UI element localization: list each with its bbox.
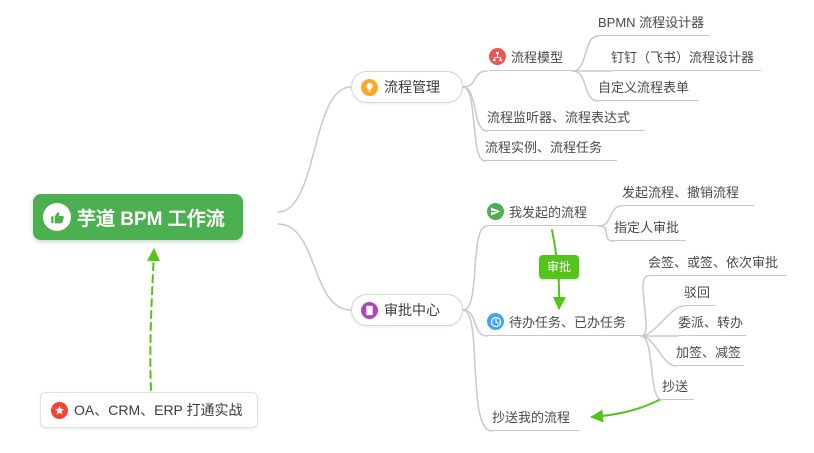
node-label: 抄送我的流程: [492, 410, 571, 425]
node-label: 驳回: [684, 285, 711, 300]
node-dingtalk-designer[interactable]: 钉钉（飞书）流程设计器: [611, 48, 761, 71]
connector-model-custom-form: [572, 70, 599, 102]
node-label: 加签、减签: [676, 345, 742, 360]
node-root[interactable]: 芋道 BPM 工作流: [33, 194, 243, 240]
connector-model-bpmn: [572, 35, 599, 72]
node-assignee-approval[interactable]: 指定人审批: [614, 218, 686, 241]
node-label: 自定义流程表单: [598, 80, 690, 95]
connector-todo-add-sign: [640, 335, 677, 367]
node-label: BPMN 流程设计器: [598, 15, 705, 30]
node-approval-center[interactable]: 审批中心: [351, 294, 463, 326]
node-label: OA、CRM、ERP 打通实战: [74, 402, 243, 418]
connector-initiated-assignee: [598, 225, 615, 242]
connector-process-mgmt-instance: [462, 86, 486, 162]
node-todo-done[interactable]: 待办任务、已办任务: [487, 313, 641, 336]
node-process-management[interactable]: 流程管理: [351, 71, 463, 103]
node-label: 审批中心: [384, 302, 440, 318]
send-icon: [487, 203, 504, 220]
connector-todo-countersign: [640, 275, 649, 337]
thumbs-up-icon: [43, 203, 71, 231]
connector-root-process-mgmt: [277, 86, 352, 213]
document-icon: [361, 301, 378, 319]
node-label: 待办任务、已办任务: [509, 315, 627, 330]
connector-root-approval-center: [277, 223, 352, 311]
node-label: 抄送: [662, 379, 689, 394]
connector-process-mgmt-listener: [462, 86, 488, 132]
node-practice[interactable]: OA、CRM、ERP 打通实战: [40, 392, 258, 428]
node-label: 流程实例、流程任务: [485, 140, 603, 155]
node-initiate-cancel[interactable]: 发起流程、撤销流程: [622, 183, 754, 206]
node-instance-task[interactable]: 流程实例、流程任务: [485, 138, 617, 161]
node-label: 钉钉（飞书）流程设计器: [611, 50, 755, 65]
node-add-reduce-sign[interactable]: 加签、减签: [676, 343, 744, 366]
node-label: 我发起的流程: [509, 205, 588, 220]
cc-flow-arrow: [590, 399, 660, 423]
star-icon: [51, 401, 68, 419]
node-listener-expression[interactable]: 流程监听器、流程表达式: [487, 108, 645, 131]
node-my-initiated[interactable]: 我发起的流程: [487, 203, 599, 226]
model-icon: [489, 48, 506, 65]
connector-approval-my-initiated: [462, 225, 488, 311]
node-label: 流程管理: [384, 79, 440, 95]
connector-approval-todo-done: [462, 309, 488, 337]
node-bpmn-designer[interactable]: BPMN 流程设计器: [598, 13, 710, 36]
node-label: 会签、或签、依次审批: [648, 255, 779, 270]
node-countersign[interactable]: 会签、或签、依次审批: [648, 253, 786, 276]
connector-process-mgmt-model: [462, 70, 488, 88]
node-reject[interactable]: 驳回: [684, 283, 716, 306]
lightbulb-icon: [361, 78, 378, 96]
node-cc-my-process[interactable]: 抄送我的流程: [492, 408, 580, 431]
practice-dashed-arrow: [147, 248, 161, 391]
node-label: 发起流程、撤销流程: [622, 185, 740, 200]
node-custom-form[interactable]: 自定义流程表单: [598, 78, 698, 101]
node-cc[interactable]: 抄送: [662, 377, 694, 400]
node-label: 芋道 BPM 工作流: [77, 208, 225, 230]
node-delegate-transfer[interactable]: 委派、转办: [678, 313, 746, 336]
connector-todo-cc: [640, 335, 663, 401]
node-label: 委派、转办: [678, 315, 744, 330]
node-label: 流程监听器、流程表达式: [487, 110, 631, 125]
node-label: 流程模型: [511, 50, 564, 65]
clock-icon: [487, 313, 504, 330]
approval-tag: 审批: [539, 255, 580, 279]
node-label: 指定人审批: [614, 220, 680, 235]
node-process-model[interactable]: 流程模型: [489, 48, 573, 71]
